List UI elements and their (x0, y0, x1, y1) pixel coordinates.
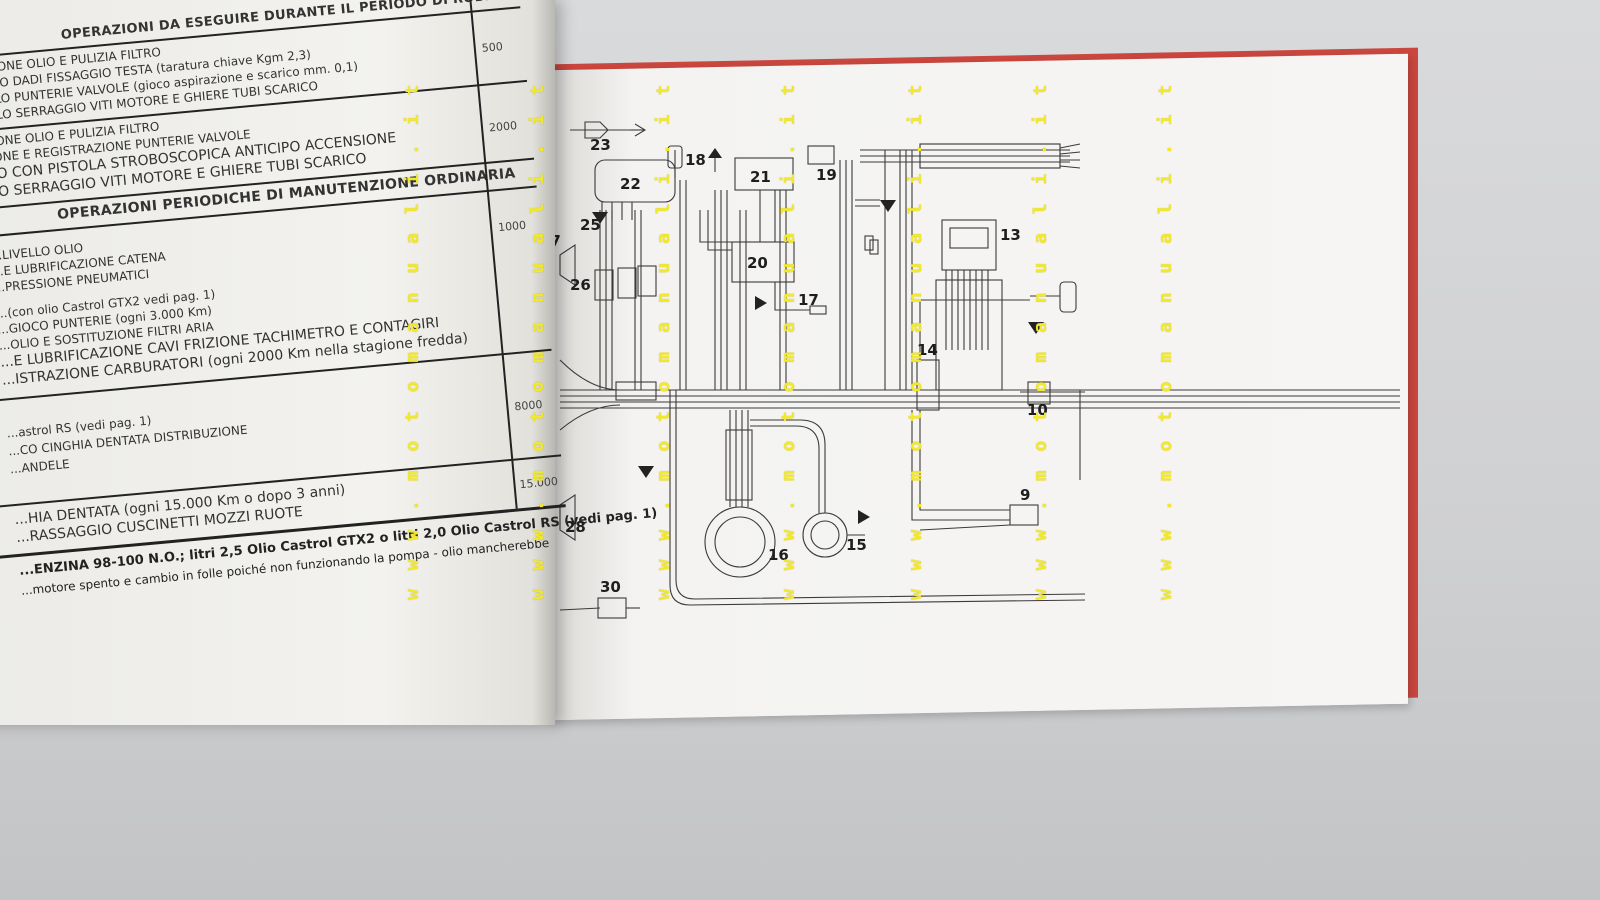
watermark-text: w w w . m o t o m a n u a l i . i t (653, 80, 674, 600)
label-18: 18 (685, 151, 706, 169)
watermark-text: w w w . m o t o m a n u a l i . i t (1155, 80, 1176, 600)
label-17: 17 (798, 291, 819, 309)
label-30: 30 (600, 578, 621, 596)
left-page: OPERAZIONI DA ESEGUIRE DURANTE IL PERIOD… (0, 0, 658, 725)
watermark-text: w w w . m o t o m a n u a l i . i t (527, 80, 548, 600)
label-15: 15 (846, 536, 867, 554)
label-22: 22 (620, 175, 641, 193)
km-1000: 1000 (497, 218, 527, 235)
label-23: 23 (590, 136, 611, 154)
label-9: 9 (1020, 486, 1030, 504)
watermark-text: w w w . m o t o m a n u a l i . i t (905, 80, 926, 600)
watermark-text: w w w . m o t o m a n u a l i . i t (778, 80, 799, 600)
label-10: 10 (1027, 401, 1048, 419)
km-2000: 2000 (488, 119, 518, 135)
label-25: 25 (580, 216, 601, 234)
label-19: 19 (816, 166, 837, 184)
watermark-text: w w w . m o t o m a n u a l i . i t (402, 80, 423, 600)
label-13: 13 (1000, 226, 1021, 244)
label-16: 16 (768, 546, 789, 564)
wiring-diagram: 23 22 18 21 19 25 20 13 27 26 17 14 10 9… (540, 121, 1400, 619)
km-500: 500 (481, 39, 504, 55)
periodic-row: ...ANDELE (9, 456, 71, 477)
watermark-text: w w w . m o t o m a n u a l i . i t (1030, 80, 1051, 600)
label-20: 20 (747, 254, 768, 272)
heading-running-in: OPERAZIONI DA ESEGUIRE DURANTE IL PERIOD… (60, 0, 535, 43)
label-28: 28 (565, 518, 586, 536)
label-21: 21 (750, 168, 771, 186)
maintenance-table: OPERAZIONI DA ESEGUIRE DURANTE IL PERIOD… (0, 0, 658, 628)
label-14: 14 (917, 341, 938, 359)
component-numbers: 23 22 18 21 19 25 20 13 27 26 17 14 10 9… (540, 136, 1048, 596)
label-26: 26 (570, 276, 591, 294)
